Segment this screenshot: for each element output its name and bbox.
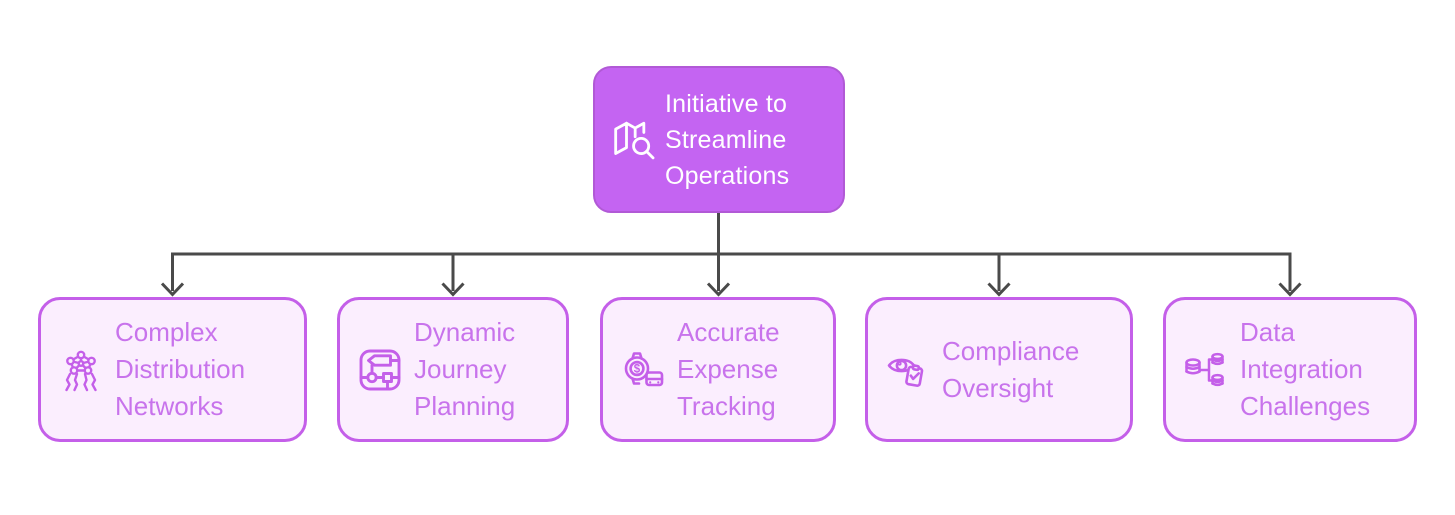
child-node-data-integration: Data Integration Challenges — [1163, 297, 1417, 442]
child-node-expense-tracking: $ Accurate Expense Tracking — [600, 297, 836, 442]
child-node-journey-planning: Dynamic Journey Planning — [337, 297, 569, 442]
child-node-label: Dynamic Journey Planning — [414, 317, 516, 421]
arrowhead-icon — [987, 282, 1011, 297]
distribution-network-icon — [57, 346, 105, 394]
root-node-label: Initiative to Streamline Operations — [665, 89, 790, 190]
svg-text:$: $ — [634, 363, 641, 375]
root-node-initiative: Initiative to Streamline Operations — [593, 66, 845, 213]
child-node-label: Complex Distribution Networks — [115, 317, 246, 421]
compliance-eye-icon — [884, 346, 932, 394]
arrowhead-icon — [441, 282, 465, 297]
arrowhead-icon — [160, 282, 185, 297]
journey-route-icon — [356, 346, 404, 394]
child-node-label: Accurate Expense Tracking — [677, 317, 780, 421]
child-node-label: Data Integration Challenges — [1240, 317, 1371, 421]
arrowhead-icon — [1278, 282, 1302, 297]
child-node-label: Compliance Oversight — [942, 335, 1080, 403]
child-node-compliance-oversight: Compliance Oversight — [865, 297, 1133, 442]
expense-watch-icon: $ — [619, 346, 667, 394]
arrowhead-icon — [706, 282, 731, 297]
data-integration-icon — [1182, 346, 1230, 394]
child-node-distribution-networks: Complex Distribution Networks — [38, 297, 307, 442]
map-search-icon — [607, 114, 659, 166]
